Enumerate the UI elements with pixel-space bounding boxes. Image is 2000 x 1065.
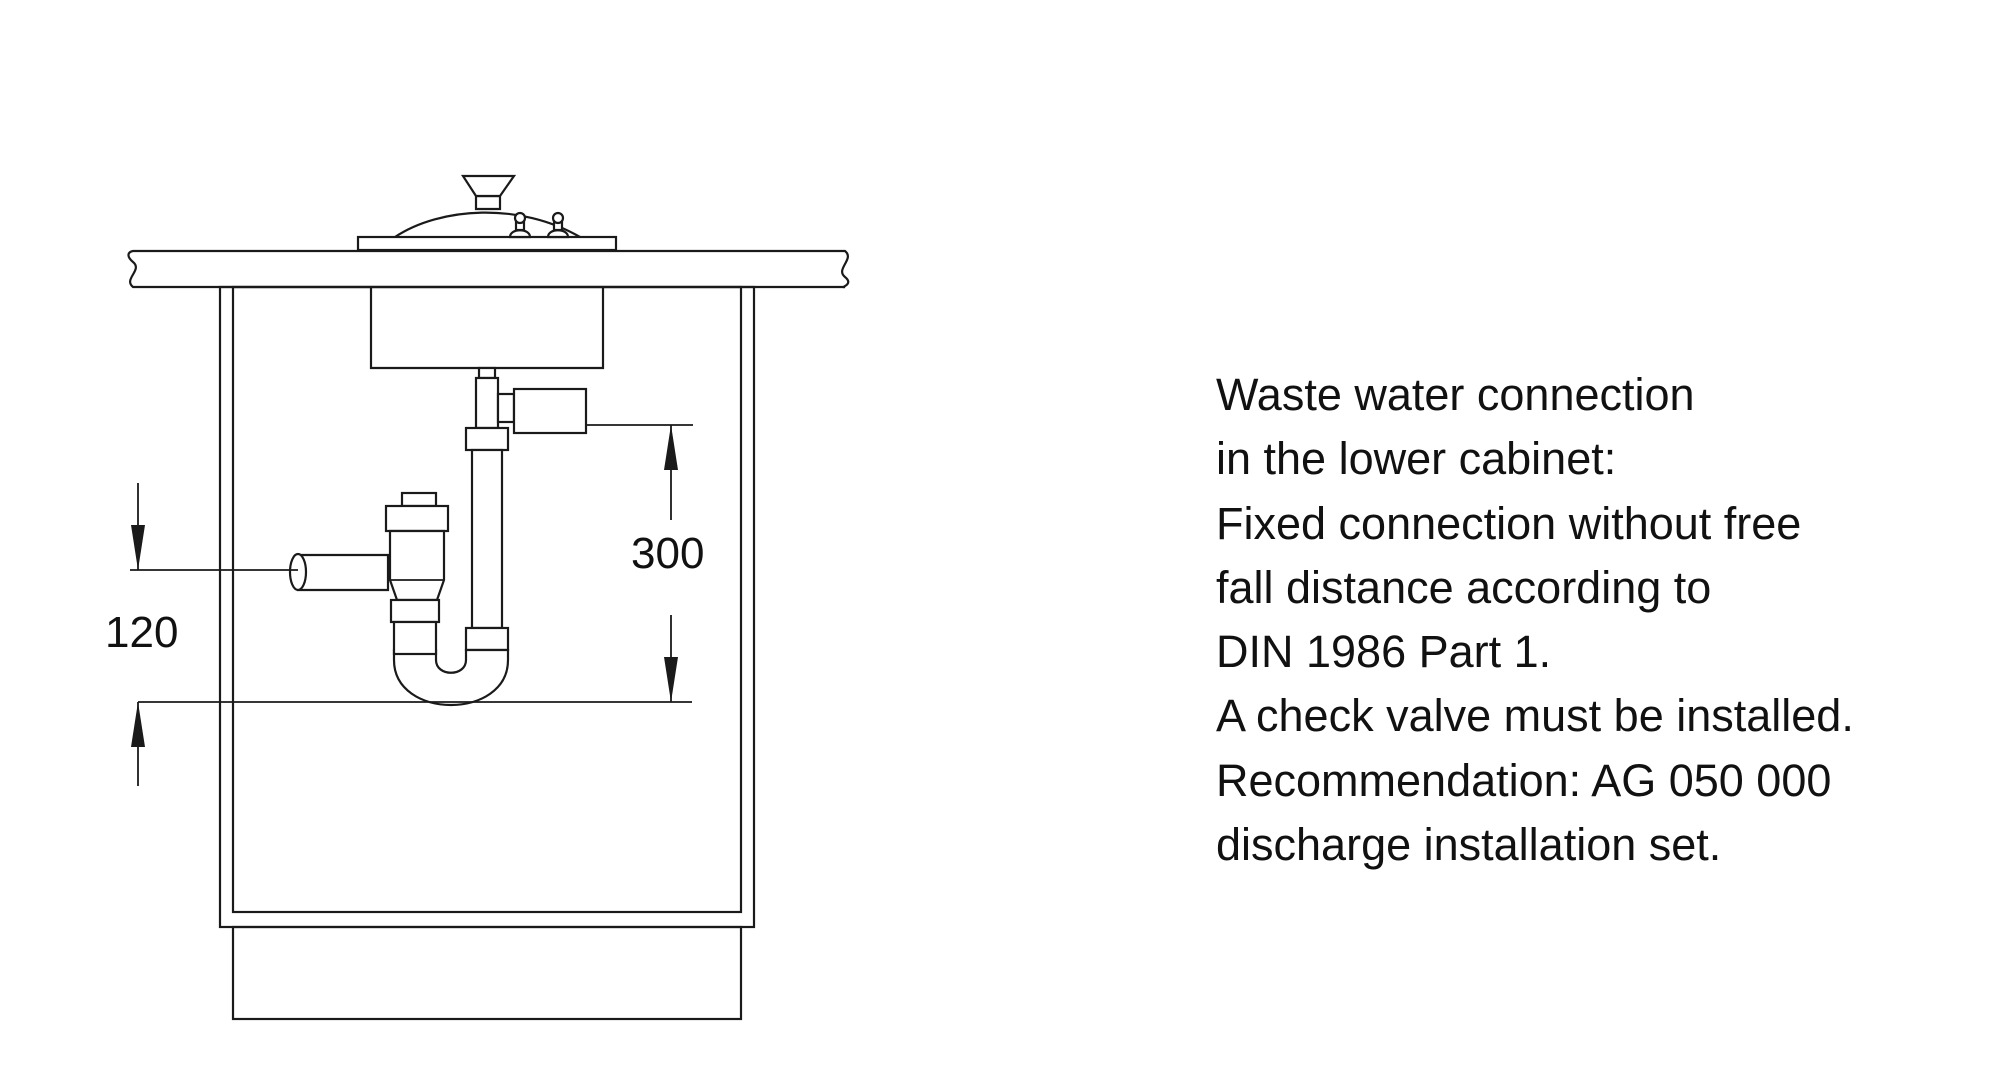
note-line: Fixed connection without free bbox=[1216, 497, 1802, 549]
sink-basin bbox=[369, 287, 605, 370]
note-line: in the lower cabinet: bbox=[1216, 433, 1617, 485]
countertop bbox=[127, 249, 850, 289]
dimension-120-label: 120 bbox=[105, 608, 178, 657]
dimension-300: 300 bbox=[138, 424, 704, 703]
note-line: discharge installation set. bbox=[1216, 819, 1722, 871]
cabinet bbox=[218, 285, 756, 1021]
dimension-120: 120 bbox=[105, 483, 298, 786]
drain-pipe bbox=[392, 366, 588, 707]
note-line: Waste water connection bbox=[1216, 369, 1695, 420]
note-line: DIN 1986 Part 1. bbox=[1216, 626, 1552, 678]
installation-notes: Waste water connection in the lower cabi… bbox=[1216, 363, 1976, 877]
note-line: Recommendation: AG 050 000 bbox=[1216, 754, 1832, 806]
sink-lid bbox=[356, 174, 618, 252]
note-line: fall distance according to bbox=[1216, 561, 1712, 613]
note-line: A check valve must be installed. bbox=[1216, 690, 1854, 742]
check-valve bbox=[288, 491, 450, 656]
dimension-300-label: 300 bbox=[631, 529, 704, 578]
